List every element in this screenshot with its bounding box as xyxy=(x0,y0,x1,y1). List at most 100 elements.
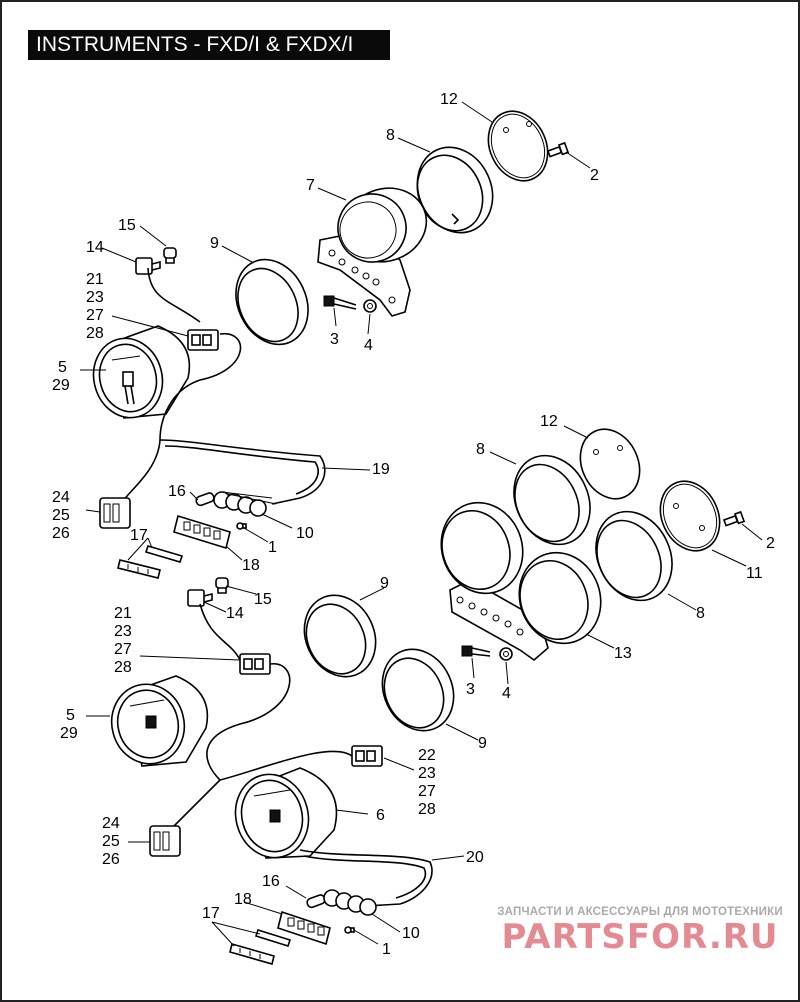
callout-27c: 27 xyxy=(418,783,436,800)
callout-17: 17 xyxy=(130,527,148,544)
callout-5: 5 xyxy=(58,359,67,376)
leader-lines xyxy=(80,101,763,947)
callout-2b: 2 xyxy=(766,535,775,552)
callout-24: 24 xyxy=(52,489,70,506)
callout-27b: 27 xyxy=(114,641,132,658)
callout-2: 2 xyxy=(590,167,599,184)
callout-24b: 24 xyxy=(102,815,120,832)
callout-25: 25 xyxy=(52,507,70,524)
washer-4-bottom xyxy=(499,647,513,661)
callout-14b: 14 xyxy=(226,605,244,622)
sockets-10-bottom xyxy=(323,889,377,916)
ring-9-middle xyxy=(303,594,377,678)
screw-2-top xyxy=(546,141,570,158)
lens-strip-17-bottom xyxy=(229,929,292,965)
watermark: ЗАПЧАСТИ И АКСЕССУАРЫ ДЛЯ МОТОТЕХНИКИ PA… xyxy=(490,906,790,956)
dual-cup-13 xyxy=(440,501,602,662)
ring-8-bottom-left xyxy=(513,454,591,546)
callout-3: 3 xyxy=(330,331,339,348)
gauge-cup-7 xyxy=(317,187,428,317)
callout-10: 10 xyxy=(296,525,314,542)
lens-12-top xyxy=(487,110,549,182)
callout-15b: 15 xyxy=(254,591,272,608)
callout-23: 23 xyxy=(86,289,104,306)
bolt-3-top xyxy=(323,295,357,310)
gauge-6 xyxy=(234,767,338,859)
washer-4-top xyxy=(363,299,377,313)
connector-22 xyxy=(351,745,383,767)
bulb-15-bottom xyxy=(215,577,229,594)
gauge-5-top xyxy=(92,325,191,419)
callout-23b: 23 xyxy=(114,623,132,640)
callout-18: 18 xyxy=(242,557,260,574)
callout-13: 13 xyxy=(614,645,632,662)
callout-9c: 9 xyxy=(478,735,487,752)
callout-3b: 3 xyxy=(466,681,475,698)
bulb-16-top xyxy=(195,492,215,507)
connector-27-middle xyxy=(239,653,271,675)
sockets-10-top xyxy=(213,491,277,517)
callout-26b: 26 xyxy=(102,851,120,868)
callout-28b: 28 xyxy=(114,659,132,676)
screw-2-bottom xyxy=(722,510,746,527)
callout-15: 15 xyxy=(118,217,136,234)
callout-9b: 9 xyxy=(380,575,389,592)
callout-8: 8 xyxy=(386,127,395,144)
connector-27-top xyxy=(187,329,219,351)
callout-6: 6 xyxy=(376,807,385,824)
bulb-16-bottom xyxy=(306,894,326,909)
callout-28c: 28 xyxy=(418,801,436,818)
callout-9: 9 xyxy=(210,235,219,252)
lens-12-bottom xyxy=(579,428,641,500)
callout-labels: 12 8 2 7 9 15 14 21 23 27 28 5 29 3 4 19… xyxy=(52,91,775,958)
callout-10b: 10 xyxy=(402,925,420,942)
harness-20 xyxy=(169,603,433,907)
callout-22: 22 xyxy=(418,747,436,764)
indicator-housing-18-bottom xyxy=(277,910,331,946)
callout-18b: 18 xyxy=(234,891,252,908)
callout-16b: 16 xyxy=(262,873,280,890)
callout-12: 12 xyxy=(440,91,458,108)
callout-5b: 5 xyxy=(66,707,75,724)
lens-strip-17-top xyxy=(117,545,184,579)
lens-11 xyxy=(659,480,721,552)
callout-28: 28 xyxy=(86,325,104,342)
callout-1: 1 xyxy=(268,539,277,556)
watermark-logo: PARTSFOR.RU xyxy=(501,917,779,957)
callout-11: 11 xyxy=(746,565,763,582)
callout-20: 20 xyxy=(466,849,484,866)
socket-14-bottom xyxy=(187,589,213,607)
callout-21b: 21 xyxy=(114,605,132,622)
callout-14: 14 xyxy=(86,239,104,256)
bulb-15-top xyxy=(163,247,177,264)
screw-1-top xyxy=(236,522,247,530)
callout-12b: 12 xyxy=(540,413,558,430)
connector-24-bottom xyxy=(149,825,181,857)
callout-4: 4 xyxy=(364,337,373,354)
callout-7: 7 xyxy=(306,177,315,194)
callout-8c: 8 xyxy=(696,605,705,622)
callout-25b: 25 xyxy=(102,833,120,850)
harness-19 xyxy=(123,267,326,505)
callout-23c: 23 xyxy=(418,765,436,782)
callout-27: 27 xyxy=(86,307,104,324)
ring-8-top xyxy=(416,146,494,234)
screw-1-bottom xyxy=(344,926,355,934)
callout-4b: 4 xyxy=(502,685,511,702)
callout-26: 26 xyxy=(52,525,70,542)
callout-19: 19 xyxy=(372,461,390,478)
callout-1b: 1 xyxy=(382,941,391,958)
gauge-5-bottom xyxy=(110,675,209,767)
callout-29: 29 xyxy=(52,377,70,394)
callout-8b: 8 xyxy=(476,441,485,458)
callout-29b: 29 xyxy=(60,725,78,742)
watermark-tagline: ЗАПЧАСТИ И АКСЕССУАРЫ ДЛЯ МОТОТЕХНИКИ xyxy=(497,906,783,918)
ring-9-top xyxy=(235,258,309,346)
ring-9-bottom xyxy=(381,648,455,732)
indicator-housing-18-top xyxy=(173,514,231,550)
connector-24-top xyxy=(99,497,131,529)
diagram-title: INSTRUMENTS - FXD/I & FXDX/I xyxy=(28,30,390,60)
